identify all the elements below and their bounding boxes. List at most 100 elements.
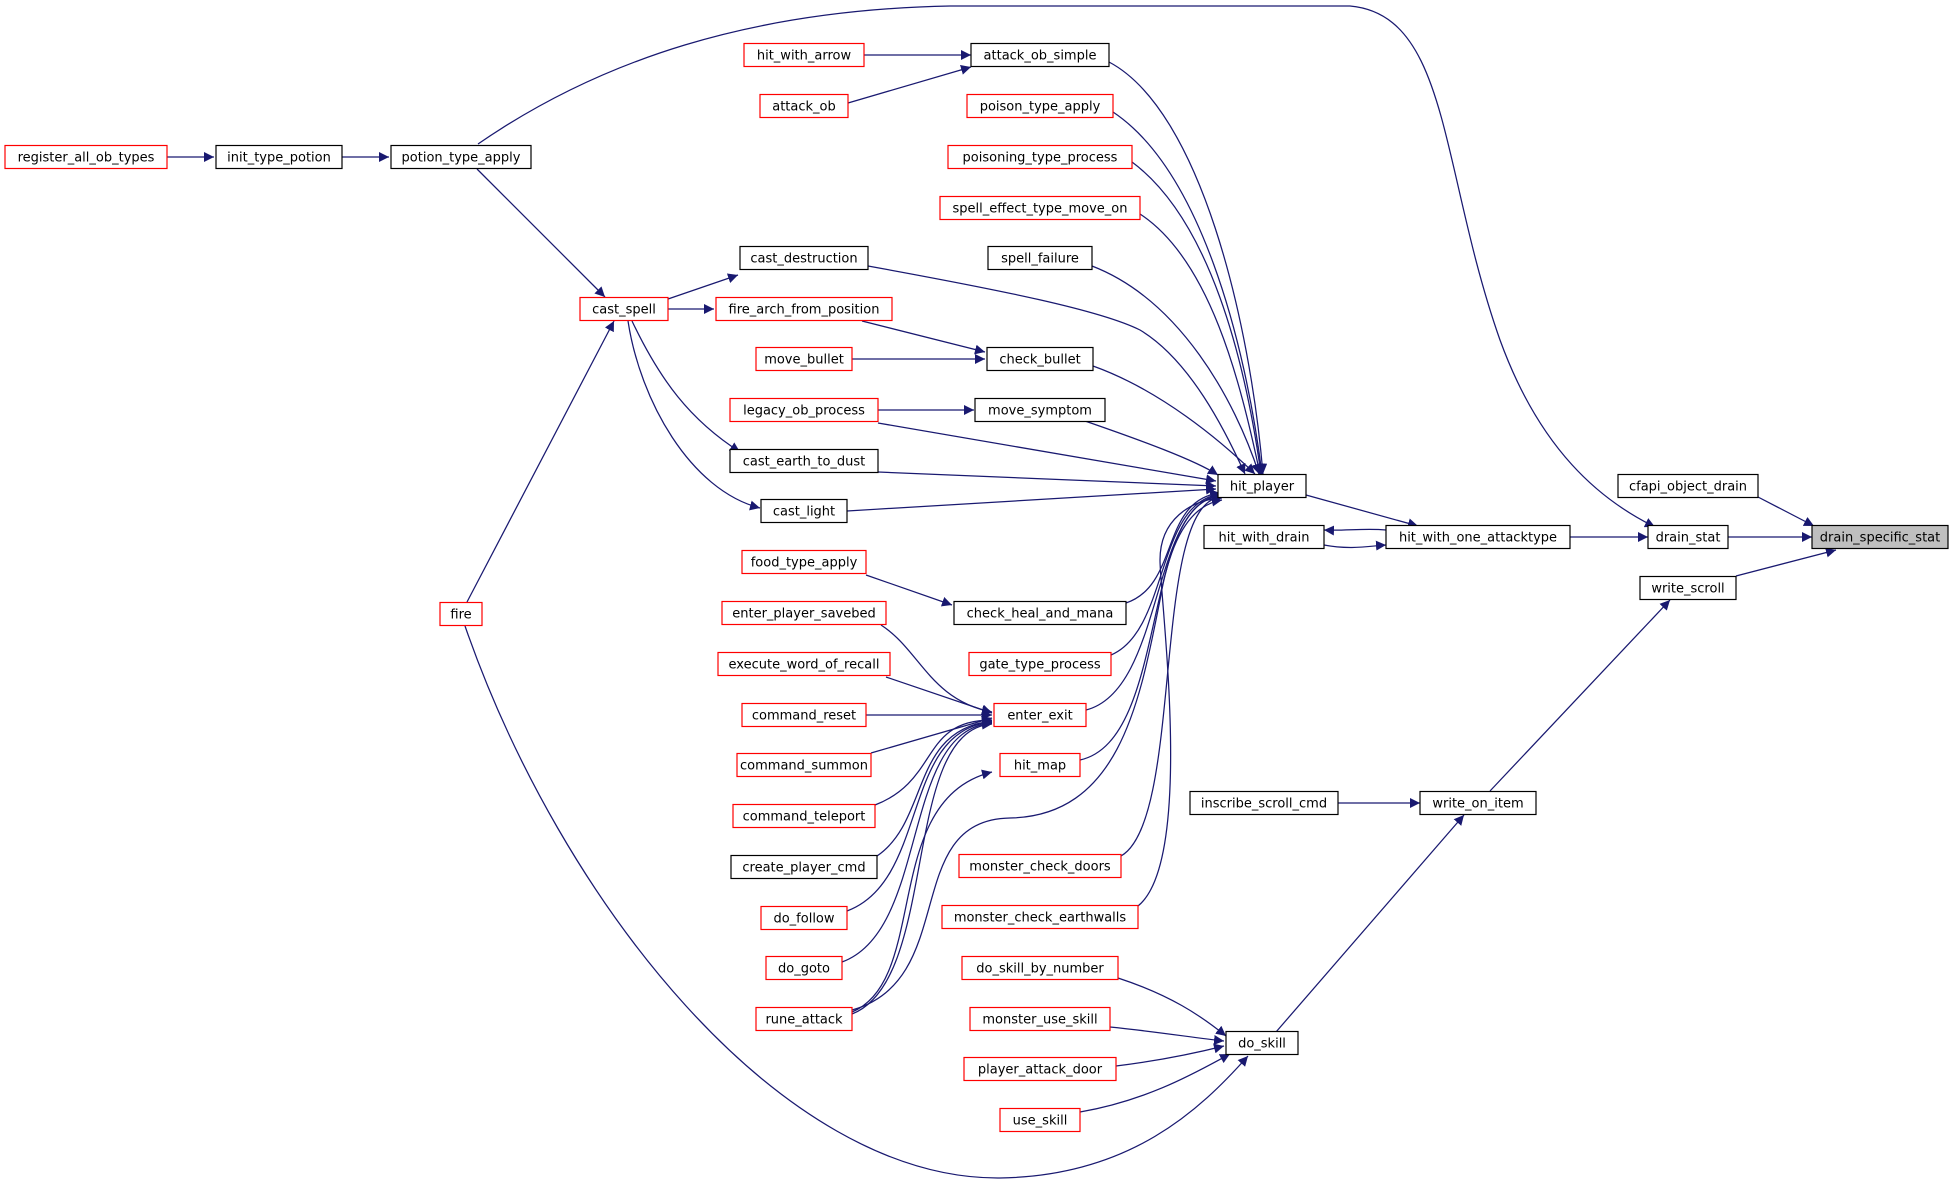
edge-rune_attack-to-hit_player [851, 496, 1223, 1011]
node-food-type-apply[interactable]: food_type_apply [741, 549, 867, 575]
node-execute-word-of-recall[interactable]: execute_word_of_recall [717, 651, 891, 677]
node-check-heal-and-mana[interactable]: check_heal_and_mana [953, 600, 1127, 626]
node-box [1217, 473, 1307, 499]
edge-fire_arch_from_position-to-check_bullet [861, 320, 986, 355]
node-init-type-potion[interactable]: init_type_potion [215, 144, 343, 170]
node-label: potion_type_apply [402, 151, 521, 166]
node-fire[interactable]: fire [439, 601, 483, 627]
node-check-bullet[interactable]: check_bullet [986, 346, 1094, 372]
node-inscribe-scroll-cmd[interactable]: inscribe_scroll_cmd [1189, 790, 1339, 816]
node-cast-light[interactable]: cast_light [760, 498, 848, 524]
node-box [755, 346, 853, 372]
node-move-symptom[interactable]: move_symptom [974, 397, 1106, 423]
node-potion-type-apply[interactable]: potion_type_apply [390, 144, 532, 170]
node-attack-ob[interactable]: attack_ob [759, 93, 849, 119]
node-write-scroll[interactable]: write_scroll [1639, 575, 1737, 601]
edge-check_heal_and_mana-to-hit_player [1125, 489, 1221, 604]
node-write-on-item[interactable]: write_on_item [1419, 790, 1537, 816]
node-cast-spell[interactable]: cast_spell [579, 296, 669, 322]
node-player-attack-door[interactable]: player_attack_door [963, 1056, 1117, 1082]
node-do-goto[interactable]: do_goto [765, 955, 843, 981]
node-box [741, 702, 867, 728]
node-box [1647, 524, 1729, 550]
node-label: do_goto [778, 962, 830, 977]
edge-line [885, 676, 993, 715]
edge-attack_ob-to-attack_ob_simple [847, 65, 972, 104]
edge-cast_spell-to-cast_destruction [667, 273, 739, 300]
edge-line [1137, 493, 1223, 907]
node-hit-with-drain[interactable]: hit_with_drain [1203, 524, 1325, 550]
node-legacy-ob-process[interactable]: legacy_ob_process [729, 397, 879, 423]
node-poison-type-apply[interactable]: poison_type_apply [966, 93, 1114, 119]
edge-line [667, 273, 739, 300]
node-command-teleport[interactable]: command_teleport [732, 803, 876, 829]
node-label: cast_earth_to_dust [743, 455, 866, 470]
edge-cast_spell-to-cast_earth_to_dust [631, 320, 741, 453]
edge-move_symptom-to-hit_player [1084, 420, 1219, 476]
node-monster-use-skill[interactable]: monster_use_skill [969, 1006, 1111, 1032]
node-drain-stat[interactable]: drain_stat [1647, 524, 1729, 550]
node-gate-type-process[interactable]: gate_type_process [968, 651, 1112, 677]
node-move-bullet[interactable]: move_bullet [755, 346, 853, 372]
edge-write_on_item-to-write_scroll [1489, 599, 1671, 792]
edge-line [631, 320, 741, 453]
node-register-all-ob-types[interactable]: register_all_ob_types [4, 144, 168, 170]
node-box [1189, 790, 1339, 816]
node-do-follow[interactable]: do_follow [760, 905, 848, 931]
node-box [958, 853, 1122, 879]
edge-hit_map-to-hit_player [1079, 491, 1223, 761]
edge-line [867, 265, 1246, 475]
edge-check_bullet-to-hit_player [1092, 365, 1256, 475]
node-label: spell_failure [1001, 252, 1079, 267]
node-enter-player-savebed[interactable]: enter_player_savebed [721, 600, 887, 626]
node-attack-ob-simple[interactable]: attack_ob_simple [970, 42, 1110, 68]
edge-line [851, 769, 993, 1013]
node-fire-arch-from-position[interactable]: fire_arch_from_position [715, 296, 893, 322]
node-poisoning-type-process[interactable]: poisoning_type_process [947, 144, 1133, 170]
node-monster-check-earthwalls[interactable]: monster_check_earthwalls [941, 904, 1139, 930]
node-monster-check-doors[interactable]: monster_check_doors [958, 853, 1122, 879]
node-cfapi-object-drain[interactable]: cfapi_object_drain [1617, 473, 1759, 499]
node-hit-with-one-attacktype[interactable]: hit_with_one_attacktype [1385, 524, 1571, 550]
node-box [721, 600, 887, 626]
edge-line [1109, 1026, 1225, 1045]
node-label: monster_check_doors [969, 860, 1111, 875]
node-box [390, 144, 532, 170]
edge-line [1305, 494, 1419, 529]
node-box [4, 144, 168, 170]
edge-line [846, 717, 993, 912]
edge-line [846, 484, 1217, 512]
node-command-summon[interactable]: command_summon [736, 752, 872, 778]
node-cast-destruction[interactable]: cast_destruction [739, 245, 869, 271]
node-label: move_bullet [764, 353, 844, 368]
edge-poison_type_apply-to-hit_player [1112, 111, 1266, 475]
edge-poisoning_type_process-to-hit_player [1131, 161, 1265, 475]
edge-line [861, 320, 986, 355]
node-label: player_attack_door [978, 1063, 1103, 1078]
node-command-reset[interactable]: command_reset [741, 702, 867, 728]
node-hit-map[interactable]: hit_map [999, 752, 1081, 778]
node-cast-earth-to-dust[interactable]: cast_earth_to_dust [729, 448, 879, 474]
edge-line [1139, 213, 1263, 475]
node-enter-exit[interactable]: enter_exit [993, 702, 1087, 728]
edge-line [847, 65, 972, 104]
edge-line [874, 715, 993, 806]
node-label: drain_stat [1656, 531, 1721, 546]
node-hit-player[interactable]: hit_player [1217, 473, 1307, 499]
node-use-skill[interactable]: use_skill [999, 1107, 1081, 1133]
node-create-player-cmd[interactable]: create_player_cmd [730, 854, 878, 880]
node-do-skill-by-number[interactable]: do_skill_by_number [961, 955, 1119, 981]
edge-line [877, 471, 1217, 491]
node-box [717, 651, 891, 677]
edge-line [841, 718, 993, 963]
edge-monster_use_skill-to-do_skill [1109, 1026, 1225, 1045]
node-hit-with-arrow[interactable]: hit_with_arrow [743, 42, 865, 68]
node-spell-effect-type-move-on[interactable]: spell_effect_type_move_on [939, 195, 1141, 221]
node-spell-failure[interactable]: spell_failure [987, 245, 1093, 271]
edge-line [1489, 599, 1671, 792]
node-rune-attack[interactable]: rune_attack [755, 1006, 853, 1032]
edge-line [1079, 1053, 1231, 1113]
node-label: use_skill [1013, 1114, 1068, 1129]
node-box [941, 904, 1139, 930]
node-do-skill[interactable]: do_skill [1225, 1030, 1299, 1056]
